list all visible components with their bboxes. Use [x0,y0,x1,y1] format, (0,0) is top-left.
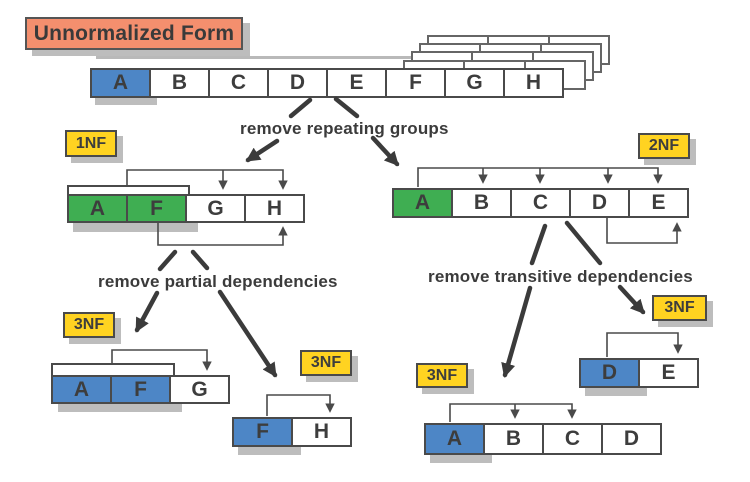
cell-g: G [444,68,505,98]
cell-g: G [185,194,246,223]
cell-h: H [291,417,352,447]
cell-e: E [326,68,387,98]
cell-e: E [638,358,699,388]
stroke-1nf-split-left [157,249,178,272]
1nf-composite-key-bracket [67,185,190,196]
arrow-to-2nf [370,135,400,167]
stroke-2nf-split-right [564,220,603,266]
cell-d: D [267,68,328,98]
arrow-to-3nf-abcd [501,285,533,378]
connector-abcd-key-to-c [449,403,577,422]
shadow-afg-key [58,404,182,412]
caption-remove-partial-dependencies: remove partial dependencies [98,272,338,291]
connector-fh-f-to-h [266,394,335,416]
cell-f: F [126,194,187,223]
caption-remove-repeating-groups: remove repeating groups [240,119,449,138]
badge-1nf: 1NF [65,130,117,157]
badge-3nf-mid: 3NF [300,350,352,376]
arrow-to-1nf [245,138,280,163]
cell-h: H [503,68,564,98]
cell-c: C [510,188,571,218]
cell-g: G [169,375,230,404]
shadow-abcd-key [430,455,492,463]
badge-2nf: 2NF [638,133,690,159]
afg-composite-key-bracket [51,363,175,377]
badge-3nf-left: 3NF [63,312,115,338]
shadow-1nf-key [73,223,198,232]
stroke-2nf-split-left [529,223,548,266]
cell-c: C [208,68,269,98]
cell-f: F [110,375,171,404]
cell-a: A [67,194,128,223]
badge-3nf-bottom: 3NF [416,363,468,388]
cell-a: A [424,423,485,455]
cell-d: D [601,423,662,455]
cell-f: F [232,417,293,447]
badge-3nf-right: 3NF [652,295,707,321]
cell-a: A [90,68,151,98]
cell-c: C [542,423,603,455]
arrow-to-3nf-afg [134,290,160,333]
cell-h: H [244,194,305,223]
stroke-unf-split-right [333,96,360,119]
cell-f: F [385,68,446,98]
caption-remove-transitive-dependencies: remove transitive dependencies [428,267,693,286]
cell-e: E [628,188,689,218]
stroke-1nf-split-right [190,249,210,271]
cell-b: B [483,423,544,455]
cell-d: D [569,188,630,218]
shadow-unf-key [95,98,157,105]
cell-a: A [51,375,112,404]
shadow-fh-key [238,447,301,455]
arrow-to-3nf-de [617,284,646,315]
arrow-to-3nf-fh [217,289,278,378]
stroke-unf-split-left [288,97,313,119]
connector-de-d-to-e [606,332,683,357]
connector-2nf-key-to-e [417,167,663,187]
unnormalized-form-label: Unnormalized Form [25,17,243,50]
connector-2nf-d-to-e-loop [606,217,682,244]
cell-b: B [149,68,210,98]
cell-d: D [579,358,640,388]
thick-transform-arrows [134,96,646,378]
shadow-de-key [585,388,647,396]
cell-a: A [392,188,453,218]
cell-b: B [451,188,512,218]
